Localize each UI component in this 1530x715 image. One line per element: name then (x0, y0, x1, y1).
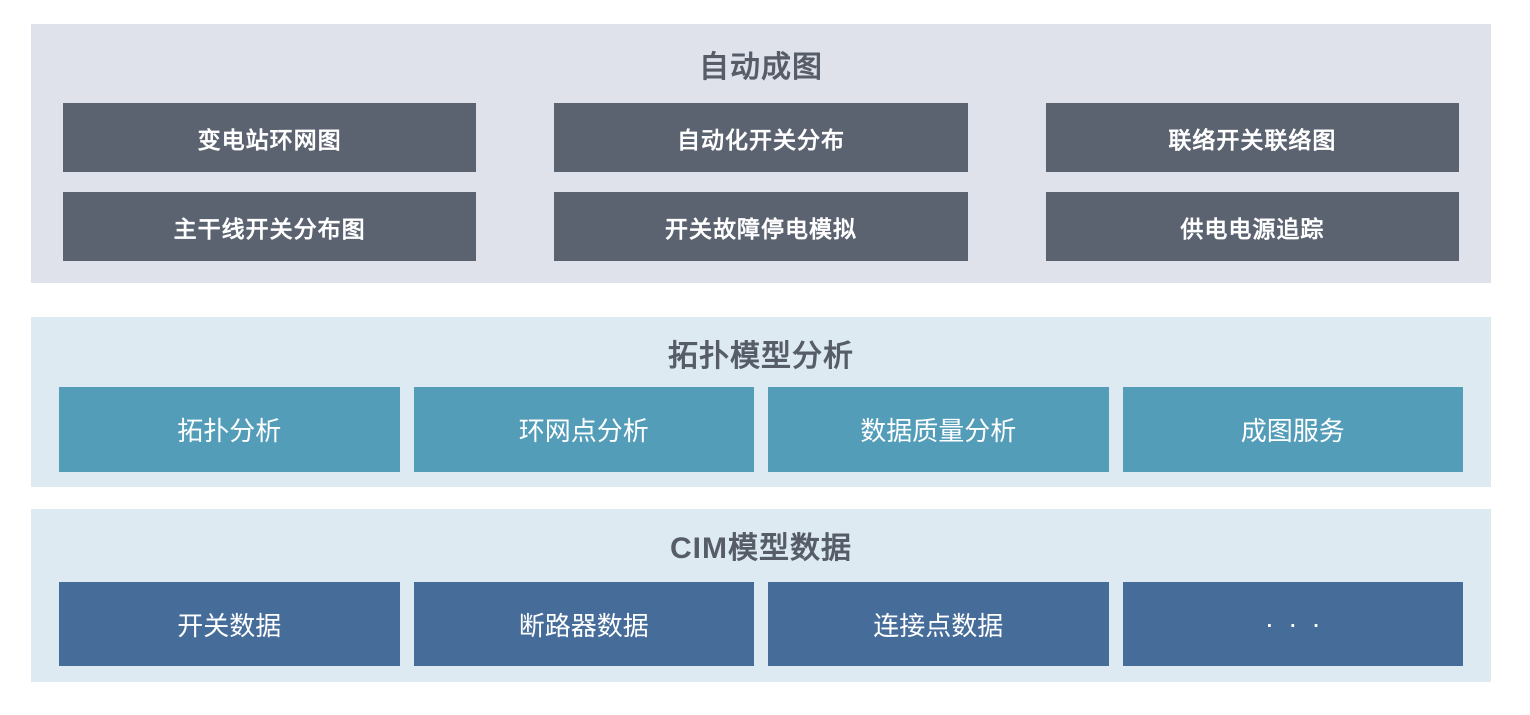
button-automation-switch-distribution[interactable]: 自动化开关分布 (554, 103, 968, 172)
button-switch-data[interactable]: 开关数据 (59, 582, 400, 666)
button-tie-switch-diagram[interactable]: 联络开关联络图 (1045, 103, 1459, 172)
section-cim-model-data: CIM模型数据 开关数据 断路器数据 连接点数据 ··· (31, 509, 1491, 682)
button-switch-fault-outage-simulation[interactable]: 开关故障停电模拟 (554, 192, 968, 261)
button-topology-analysis[interactable]: 拓扑分析 (59, 387, 400, 472)
auto-diagram-button-grid: 变电站环网图 自动化开关分布 联络开关联络图 主干线开关分布图 开关故障停电模拟… (63, 103, 1459, 261)
section-title-cim-model-data: CIM模型数据 (670, 532, 852, 565)
button-diagram-service[interactable]: 成图服务 (1122, 387, 1463, 472)
section-auto-diagram: 自动成图 变电站环网图 自动化开关分布 联络开关联络图 主干线开关分布图 开关故… (31, 24, 1491, 283)
button-data-quality-analysis[interactable]: 数据质量分析 (768, 387, 1109, 472)
button-more-ellipsis[interactable]: ··· (1122, 582, 1463, 666)
button-trunk-switch-distribution[interactable]: 主干线开关分布图 (63, 192, 477, 261)
section-topology-analysis: 拓扑模型分析 拓扑分析 环网点分析 数据质量分析 成图服务 (31, 317, 1491, 487)
section-title-topology-analysis: 拓扑模型分析 (668, 340, 854, 373)
button-connection-point-data[interactable]: 连接点数据 (768, 582, 1109, 666)
section-title-auto-diagram: 自动成图 (699, 51, 823, 84)
button-breaker-data[interactable]: 断路器数据 (413, 582, 754, 666)
topology-button-grid: 拓扑分析 环网点分析 数据质量分析 成图服务 (59, 387, 1463, 472)
button-substation-ring-diagram[interactable]: 变电站环网图 (63, 103, 477, 172)
cim-data-button-grid: 开关数据 断路器数据 连接点数据 ··· (59, 582, 1463, 666)
button-power-source-tracing[interactable]: 供电电源追踪 (1045, 192, 1459, 261)
button-ring-point-analysis[interactable]: 环网点分析 (413, 387, 754, 472)
